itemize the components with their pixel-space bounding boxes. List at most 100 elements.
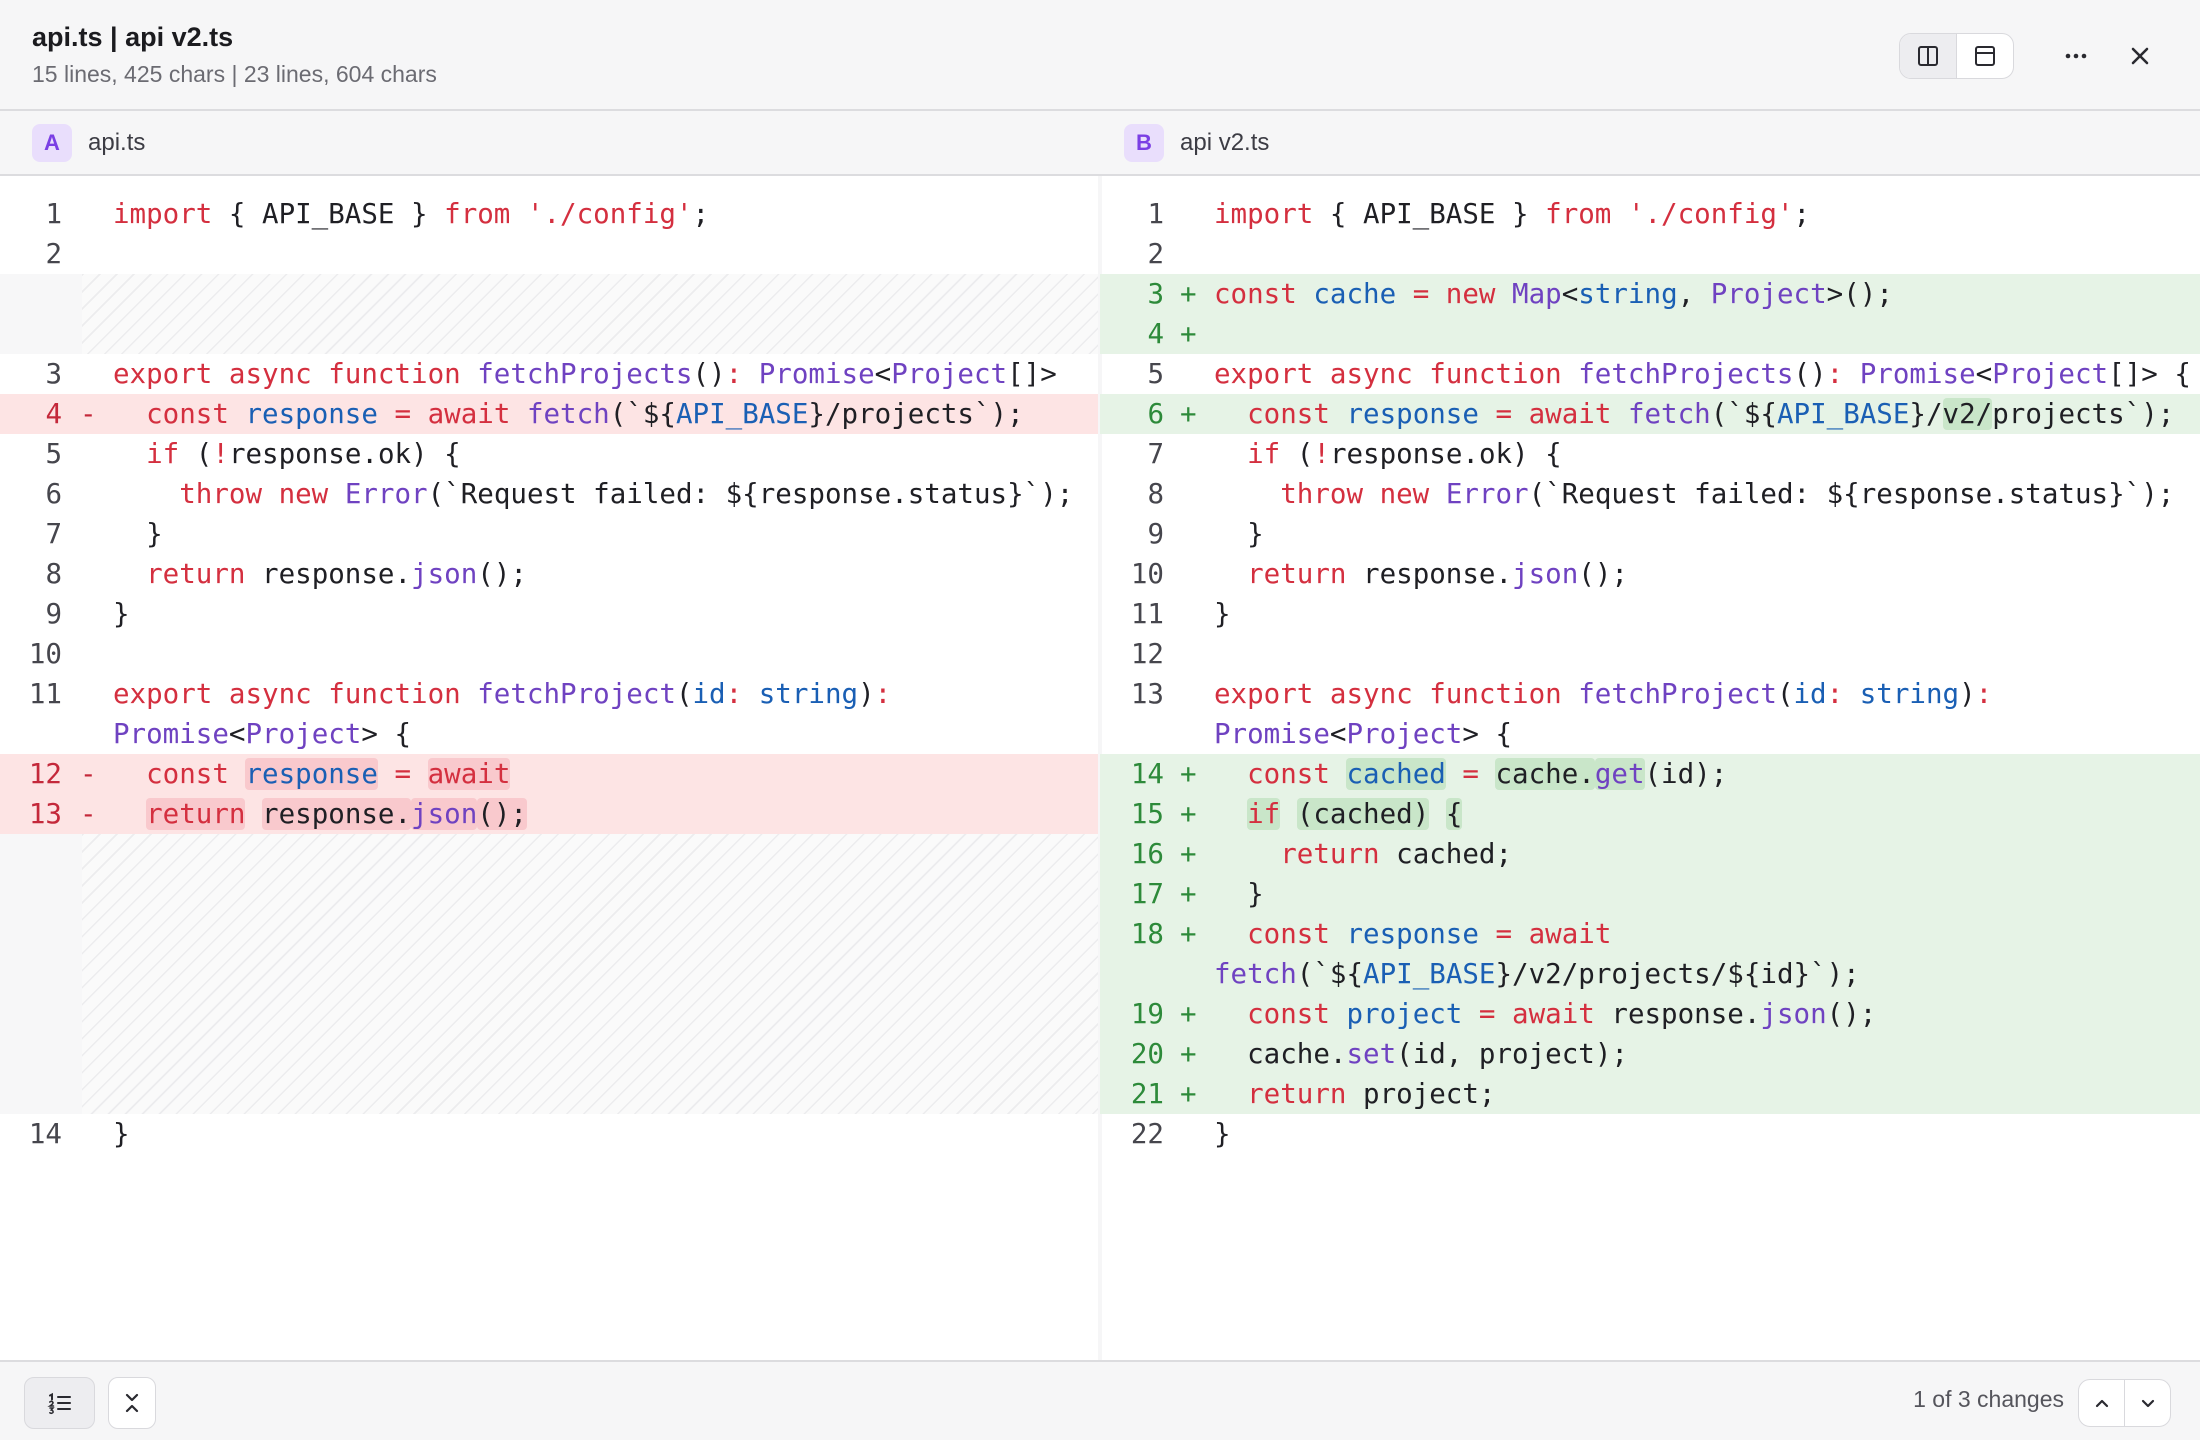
hatch-pattern [82,834,1100,1114]
right-code-line: 7 if (!response.ok) { [1100,434,2200,474]
code-text: } [113,1118,130,1150]
code-text: if (!response.ok) { [146,438,461,470]
right-file-name: api v2.ts [1180,129,1270,156]
right-code-line: 18+ const response = await fetch(`${API_… [1100,914,2200,994]
line-number: 11 [28,678,62,710]
added-marker: + [1180,758,1197,790]
right-code-line: 17+ } [1100,874,2200,914]
line-number: 21 [1130,1078,1164,1110]
view-mode-toggle [1899,33,2014,79]
next-change-button[interactable] [2124,1380,2170,1426]
left-code-line: 4- const response = await fetch(`${API_B… [0,394,1100,434]
line-number: 5 [45,438,62,470]
line-number: 15 [1130,798,1164,830]
right-code-line: 10 return response.json(); [1100,554,2200,594]
right-code-line: 20+ cache.set(id, project); [1100,1034,2200,1074]
line-number: 11 [1130,598,1164,630]
code-text: } [1214,598,1231,630]
added-marker: + [1180,318,1197,350]
line-number: 12 [1130,638,1164,670]
left-code-line: 2 [0,234,1100,274]
left-filler-block [0,834,1100,1114]
added-marker: + [1180,998,1197,1030]
unified-view-button[interactable] [1956,34,2013,78]
right-code-line: 21+ return project; [1100,1074,2200,1114]
line-number: 7 [1147,438,1164,470]
previous-change-button[interactable] [2079,1380,2124,1426]
code-text: export async function fetchProject(id: s… [113,678,892,750]
line-number: 6 [1147,398,1164,430]
line-number: 6 [45,478,62,510]
close-button[interactable] [2117,33,2163,79]
added-marker: + [1180,798,1197,830]
right-code-line: 11} [1100,594,2200,634]
chevron-down-icon [2138,1393,2158,1413]
more-options-button[interactable] [2053,33,2099,79]
line-number: 7 [45,518,62,550]
code-text: } [1214,518,1264,550]
code-text: return cached; [1280,838,1513,870]
left-code-line: 11 export async function fetchProject(id:… [0,674,1100,754]
left-code-line: 5 if (!response.ok) { [0,434,1100,474]
left-filler-block [0,274,1100,354]
line-numbers-button[interactable] [24,1377,95,1429]
file-stats: 15 lines, 425 chars | 23 lines, 604 char… [32,61,437,87]
line-numbers-icon [46,1391,73,1415]
line-number: 10 [28,638,62,670]
right-code-line: 16+ return cached; [1100,834,2200,874]
added-marker: + [1180,278,1197,310]
left-code-line: 13- return response.json(); [0,794,1100,834]
chevron-up-icon [2092,1393,2112,1413]
code-text: const project = await response.json(); [1247,998,1877,1030]
deleted-marker: - [80,798,97,830]
left-code-line: 10 [0,634,1100,674]
changes-counter: 1 of 3 changes [1913,1386,2064,1412]
line-number: 9 [45,598,62,630]
line-number: 22 [1130,1118,1164,1150]
right-code-line: 15+ if (cached) { [1100,794,2200,834]
split-view-button[interactable] [1900,34,1956,78]
code-text: return response.json(); [146,558,527,590]
code-text: } [1214,878,1264,910]
left-file-name: api.ts [88,129,146,156]
line-number: 9 [1147,518,1164,550]
right-code-line: 8 throw new Error(`Request failed: ${res… [1100,474,2200,514]
added-marker: + [1180,838,1197,870]
right-file-badge: B [1124,124,1164,162]
code-text: const response = await fetch(`${API_BASE… [1214,918,1860,990]
code-text: } [113,598,130,630]
left-code-line: 8 return response.json(); [0,554,1100,594]
line-number: 19 [1130,998,1164,1030]
code-text: } [113,518,163,550]
unified-view-icon [1973,44,1997,68]
page-title: api.ts | api v2.ts [32,22,234,52]
line-number: 3 [45,358,62,390]
code-text: return response.json(); [1247,558,1628,590]
line-number: 2 [45,238,62,270]
hatch-pattern [82,274,1100,354]
line-number: 12 [28,758,62,790]
line-number: 10 [1130,558,1164,590]
line-number: 2 [1147,238,1164,270]
left-code-line: 12- const response = await fetch(`${API_… [0,754,1100,830]
right-code-line: 19 + const project = await response.json(… [1100,994,2200,1034]
code-text: const response = await fetch(`${API_BASE… [1247,398,2175,430]
right-code-line: 14+ const cached = cache.get(id); [1100,754,2200,794]
line-number: 1 [1147,198,1164,230]
left-code-line: 9} [0,594,1100,634]
line-number: 18 [1130,918,1164,950]
title-bar: api.ts | api v2.ts 15 lines, 425 chars |… [0,0,2200,111]
code-text: if (!response.ok) { [1247,438,1562,470]
added-marker: + [1180,878,1197,910]
collapse-unchanged-button[interactable] [108,1377,156,1429]
left-code-line: 6 throw new Error(`Request failed: ${res… [0,474,1100,514]
deleted-marker: - [80,758,97,790]
line-number: 14 [28,1118,62,1150]
code-text: import { API_BASE } from './config'; [113,198,710,230]
